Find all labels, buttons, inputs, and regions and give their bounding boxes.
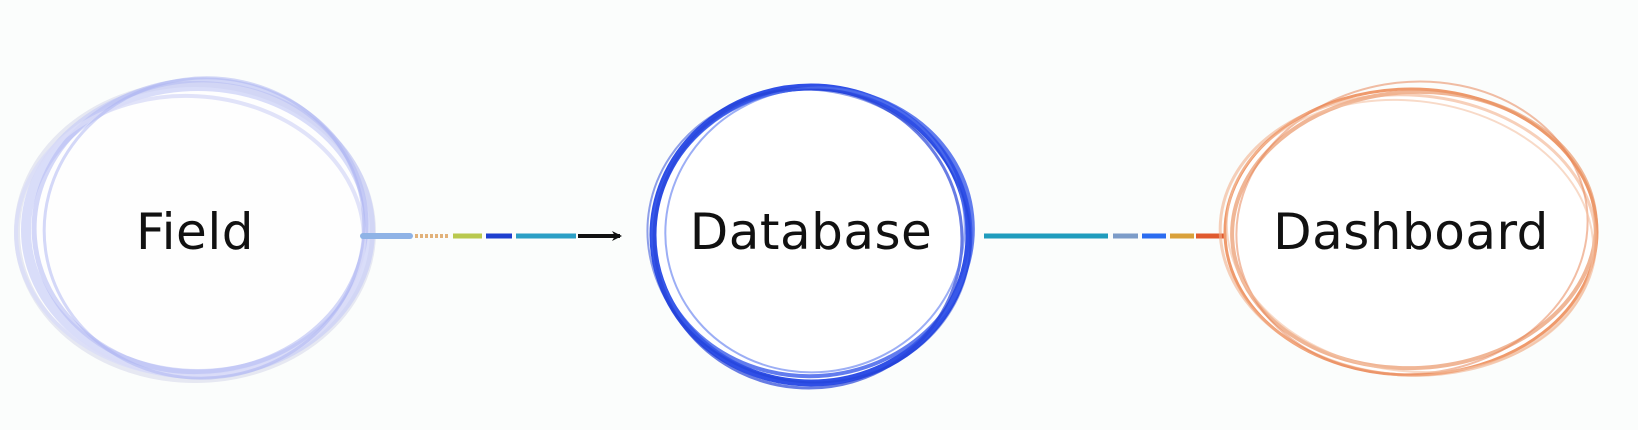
node-database <box>646 83 975 390</box>
node-label-database: Database <box>689 203 933 261</box>
node-dashboard <box>1218 80 1599 377</box>
node-field <box>14 76 376 383</box>
node-label-dashboard: Dashboard <box>1273 203 1549 261</box>
node-label-field: Field <box>136 203 254 261</box>
